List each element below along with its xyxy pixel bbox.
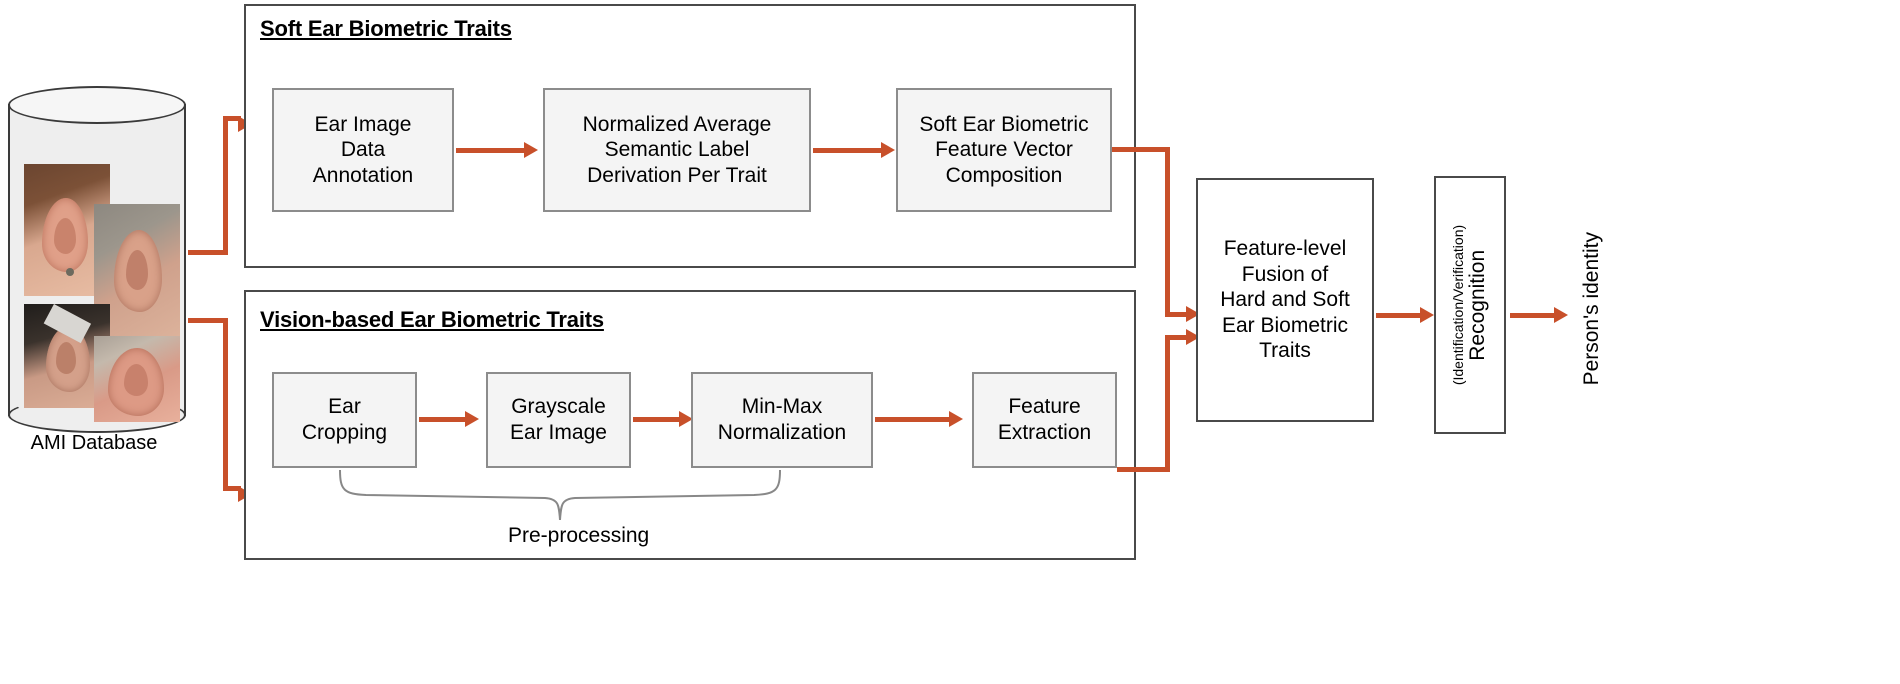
step-grayscale-ear-image[interactable]: Grayscale Ear Image [486, 372, 631, 468]
soft-arrow-2 [813, 148, 885, 153]
pre-processing-brace-icon [339, 469, 781, 521]
soft-to-fusion-segment-h2 [1165, 312, 1195, 317]
vision-arrowhead-1 [465, 411, 479, 427]
vision-arrow-1 [419, 417, 469, 422]
step-normalized-average-semantic-label[interactable]: Normalized Average Semantic Label Deriva… [543, 88, 811, 212]
step-line-1: Ear Image [314, 112, 412, 136]
soft-arrow-1 [456, 148, 528, 153]
step-line-3: Composition [945, 163, 1063, 187]
step-line-1: Ear [328, 395, 361, 419]
vision-to-fusion-segment-h1 [1117, 467, 1170, 472]
step-line-2: Ear Image [510, 421, 607, 444]
vision-arrow-3 [875, 417, 953, 422]
fusion-to-recognition-arrow [1376, 313, 1424, 318]
step-line-1: Feature [1008, 395, 1081, 419]
db-to-soft-arrow-segment-v [223, 118, 228, 255]
step-line-2: Extraction [997, 421, 1092, 444]
soft-to-fusion-segment-v [1165, 147, 1170, 317]
soft-to-fusion-segment-h1 [1112, 147, 1170, 152]
step-ear-image-data-annotation[interactable]: Ear Image Data Annotation [272, 88, 454, 212]
soft-ear-panel-title: Soft Ear Biometric Traits [260, 16, 512, 41]
step-line-2: Cropping [301, 421, 388, 444]
step-line-1: Grayscale [511, 395, 606, 419]
step-line-2: Semantic Label [604, 138, 750, 162]
database-label: AMI Database [30, 432, 158, 454]
step-feature-extraction[interactable]: Feature Extraction [972, 372, 1117, 468]
step-line-1: Normalized Average [582, 112, 772, 136]
vision-arrowhead-2 [679, 411, 693, 427]
recognition-box[interactable]: Recognition (Identification/Verification… [1434, 176, 1506, 434]
step-line-3: Derivation Per Trait [587, 163, 767, 187]
recognition-to-output-arrowhead [1554, 307, 1568, 323]
cylinder-top [8, 86, 186, 124]
fusion-line-1: Feature-level [1223, 236, 1347, 260]
recognition-title: Recognition [1466, 249, 1489, 361]
step-line-2: Normalization [717, 421, 847, 444]
db-to-soft-arrow-segment-h2 [223, 116, 241, 121]
soft-arrowhead-2 [881, 142, 895, 158]
db-to-soft-arrow-segment-h1 [188, 250, 228, 255]
db-to-vision-arrow-segment-h2 [223, 486, 241, 491]
ear-photo-4 [94, 336, 180, 422]
fusion-line-3: Hard and Soft [1220, 288, 1350, 312]
step-min-max-normalization[interactable]: Min-Max Normalization [691, 372, 873, 468]
vision-arrow-2 [633, 417, 683, 422]
step-line-3: Annotation [312, 163, 414, 187]
vision-to-fusion-segment-v [1165, 337, 1170, 470]
vision-arrowhead-3 [949, 411, 963, 427]
step-ear-cropping[interactable]: Ear Cropping [272, 372, 417, 468]
step-line-2: Data [340, 138, 386, 162]
fusion-line-4: Ear Biometric [1221, 313, 1349, 337]
step-soft-ear-feature-vector-composition[interactable]: Soft Ear Biometric Feature Vector Compos… [896, 88, 1112, 212]
recognition-to-output-arrow [1510, 313, 1558, 318]
step-line-1: Min-Max [741, 395, 823, 419]
step-line-1: Soft Ear Biometric [919, 112, 1089, 136]
fusion-line-5: Traits [1259, 339, 1311, 363]
fusion-box[interactable]: Feature-level Fusion of Hard and Soft Ea… [1196, 178, 1374, 422]
fusion-to-recognition-arrowhead [1420, 307, 1434, 323]
ami-database-cylinder [8, 86, 188, 434]
vision-ear-panel-title: Vision-based Ear Biometric Traits [260, 307, 604, 332]
fusion-line-2: Fusion of [1241, 262, 1329, 286]
vision-to-fusion-segment-h2 [1165, 335, 1195, 340]
output-identity-label: Person's identity [1580, 232, 1603, 386]
db-to-vision-arrow-segment-h1 [188, 318, 228, 323]
db-to-vision-arrow-segment-v [223, 318, 228, 488]
recognition-text-group: Recognition (Identification/Verification… [1450, 225, 1490, 385]
recognition-subtitle: (Identification/Verification) [1450, 224, 1466, 386]
pre-processing-label: Pre-processing [508, 524, 650, 547]
ear-photo-2 [94, 204, 180, 336]
soft-arrowhead-1 [524, 142, 538, 158]
step-line-2: Feature Vector [935, 138, 1073, 162]
